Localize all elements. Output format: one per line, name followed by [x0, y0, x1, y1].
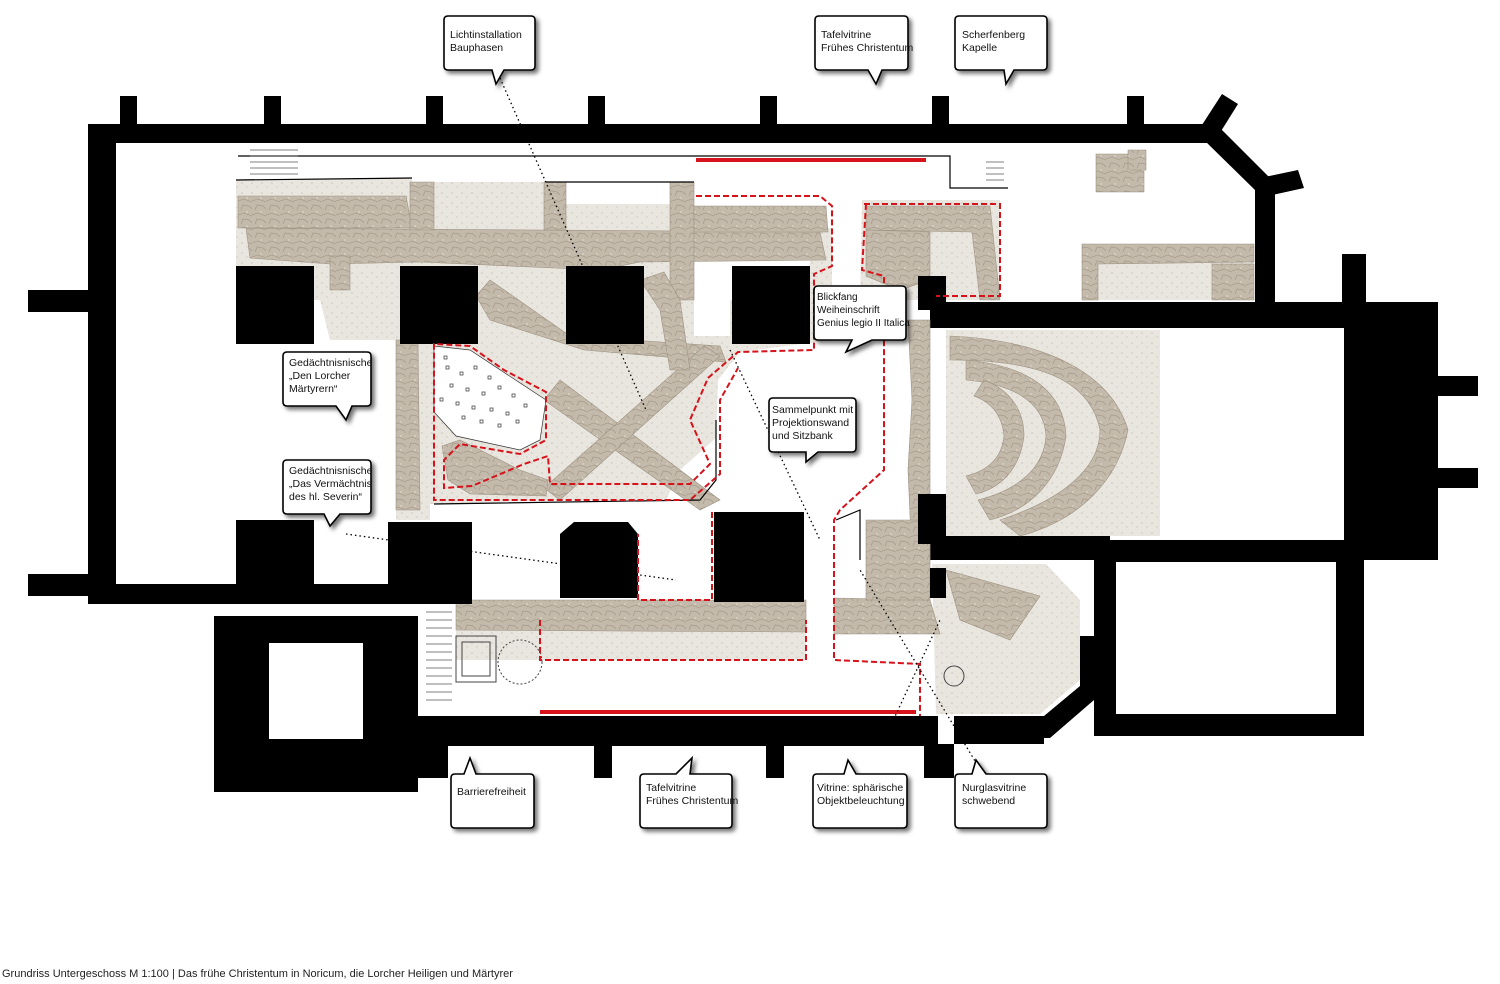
display-cases	[540, 158, 926, 714]
callout-gedaechtnis-lorcher: Gedächtnisnische „Den Lorcher Märtyrern“	[289, 357, 373, 395]
bubble-gedaechtnis-severin	[282, 459, 372, 528]
block-voids	[269, 330, 1336, 739]
callout-lichtinstallation: Lichtinstallation Bauphasen	[450, 29, 522, 54]
bubble-lichtinstallation	[443, 15, 536, 87]
callout-nurglasvitrine: Nurglasvitrine schwebend	[962, 782, 1027, 807]
callout-sammelpunkt: Sammelpunkt mit Projektionswand und Sitz…	[772, 404, 854, 442]
pillars	[236, 266, 946, 604]
bubble-sammelpunkt	[768, 397, 857, 464]
masonry-remains	[237, 149, 1255, 641]
visitor-route	[433, 195, 1001, 716]
bubble-blickfang	[813, 285, 907, 354]
light-installation-field	[433, 345, 547, 451]
bubble-barrierefreiheit	[450, 755, 535, 829]
bubble-tafelvitrine-bottom	[639, 755, 733, 829]
bubble-nurglasvitrine	[954, 758, 1048, 829]
callout-vitrine-sphaerisch: Vitrine: sphärische Objektbeleuchtung	[817, 782, 905, 807]
bubble-scherfenberg	[954, 15, 1048, 87]
callout-blickfang: Blickfang Weiheinschrift Genius legio II…	[817, 292, 910, 329]
interior-lines	[235, 155, 1008, 560]
stairs	[250, 149, 1004, 701]
leader-lines	[345, 77, 985, 777]
callout-tafelvitrine-top: Tafelvitrine Frühes Christentum	[821, 29, 914, 54]
callout-gedaechtnis-severin: Gedächtnisnische „Das Vermächtnis des hl…	[289, 465, 373, 503]
callout-tafelvitrine-bottom: Tafelvitrine Frühes Christentum	[646, 782, 739, 807]
callout-scherfenberg: Scherfenberg Kapelle	[962, 29, 1026, 54]
bubble-gedaechtnis-lorcher	[282, 351, 372, 422]
elevator	[455, 635, 965, 687]
bubble-tafelvitrine-top	[814, 15, 909, 86]
bubble-vitrine-sphaerisch	[812, 757, 908, 829]
callout-barrierefreiheit: Barrierefreiheit	[457, 786, 526, 798]
plan-caption: Grundriss Untergeschoss M 1:100 | Das fr…	[2, 968, 513, 980]
